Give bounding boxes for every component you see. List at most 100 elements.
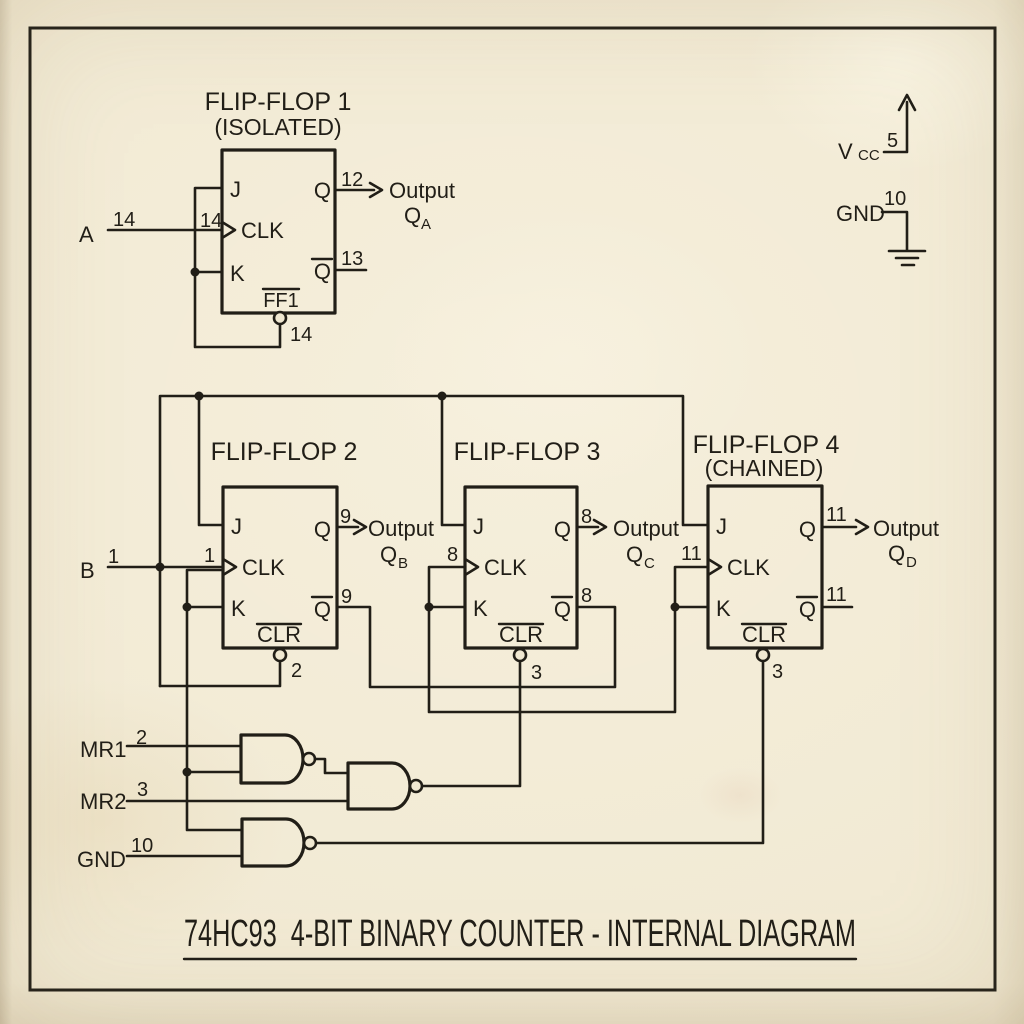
ff3-ff4-ktie-wire <box>427 565 710 714</box>
ff2-q-arrow-icon <box>352 518 368 536</box>
ff4-clr-label: CLR <box>742 622 786 647</box>
ff3-clr-label: CLR <box>499 622 543 647</box>
nand2-bubble-icon <box>408 778 424 794</box>
nand1-bubble-icon <box>301 751 317 767</box>
ff2-k-junction-dot <box>182 602 192 612</box>
ff3-output-q: Q <box>626 542 643 567</box>
ff2-input-b-label: B <box>80 558 95 583</box>
flip-flop-3: FLIP-FLOP 3 J CLK K Q Q CLR 8 8 8 3 Outp… <box>420 438 710 788</box>
ff2-clr-label: CLR <box>257 622 301 647</box>
flip-flop-1: FLIP-FLOP 1 (ISOLATED) J CLK K Q Q FF1 A… <box>79 88 455 349</box>
ff2-b-junction-dot <box>155 562 165 572</box>
ff2-input-b-pin: 1 <box>108 546 119 568</box>
j-bus-wiring <box>158 391 710 688</box>
ff1-output-q: Q <box>404 203 421 228</box>
ff1-input-a-pin: 14 <box>113 209 135 231</box>
ff4-output-sub: D <box>906 554 917 571</box>
ff2-clk-label: CLK <box>242 555 285 580</box>
ff4-j-label: J <box>716 514 727 539</box>
ff4-qbar-pin: 11 <box>826 584 847 606</box>
ff2-output-word: Output <box>368 516 434 541</box>
ff4-clr-bubble-icon <box>755 647 771 663</box>
ff3-qbar-pin: 8 <box>581 585 592 607</box>
gnd-wire <box>880 210 909 252</box>
diagram-caption: 74HC93 4-BIT BINARY COUNTER - INTERNAL D… <box>184 913 856 955</box>
ff2-ktie-wire <box>185 568 244 832</box>
flip-flop-2: FLIP-FLOP 2 J CLK K Q Q CLR B 1 1 9 9 2 … <box>80 438 617 832</box>
ff4-clr-pin: 3 <box>772 661 783 683</box>
ff1-q-pin: 12 <box>341 169 363 191</box>
ff3-q-label: Q <box>554 517 571 542</box>
ff4-title: FLIP-FLOP 4 <box>693 431 840 459</box>
ff2-clk-triangle-icon <box>221 557 238 577</box>
ff1-clk-pin: 14 <box>200 210 222 232</box>
ff2-clk-pin: 1 <box>204 545 215 567</box>
ff1-tag: FF1 <box>263 290 299 312</box>
ff1-j-label: J <box>230 177 241 202</box>
caption-block: 74HC93 4-BIT BINARY COUNTER - INTERNAL D… <box>182 913 858 961</box>
gnd-pin: 10 <box>884 188 906 210</box>
flip-flop-4: FLIP-FLOP 4 (CHAINED) J CLK K Q Q CLR 11… <box>314 431 939 845</box>
vcc-sub-label: CC <box>858 147 880 164</box>
vcc-pin: 5 <box>887 130 898 152</box>
top-bus-wire <box>158 394 710 688</box>
ff2-ff3-qbar-wire <box>335 605 617 689</box>
ff4-output-word: Output <box>873 516 939 541</box>
ff3-clk-label: CLK <box>484 555 527 580</box>
ff3-clr-feed-wire <box>420 659 522 788</box>
ff2-q-label: Q <box>314 517 331 542</box>
ff3-q-arrow-icon <box>592 518 608 536</box>
ff1-subtitle: (ISOLATED) <box>214 114 341 140</box>
vcc-wire <box>882 100 909 154</box>
ff3-title: FLIP-FLOP 3 <box>454 438 601 466</box>
ff3-k-junction-dot <box>424 602 434 612</box>
nand1-to-nand2-wire <box>313 757 350 775</box>
ff3-output-word: Output <box>613 516 679 541</box>
ff1-clk-triangle-icon <box>220 220 237 240</box>
ff2-k-label: K <box>231 596 246 621</box>
ff3-clk-triangle-icon <box>463 557 480 577</box>
ff1-bottom-pin: 14 <box>290 324 312 346</box>
ff3-clr-pin: 3 <box>531 662 542 684</box>
ff1-output-sub: A <box>421 216 431 233</box>
ff1-k-label: K <box>230 261 245 286</box>
mr2-label: MR2 <box>80 789 126 814</box>
vcc-arrow-icon <box>897 93 917 112</box>
ff3-j-label: J <box>473 514 484 539</box>
gnd-label: GND <box>836 201 885 226</box>
nand1-input-junction-dot <box>182 767 192 777</box>
bus-junction-dot <box>194 391 204 401</box>
ff1-input-a-label: A <box>79 222 94 247</box>
ff4-output-q: Q <box>888 541 905 566</box>
mr1-pin: 2 <box>136 727 147 749</box>
ff1-jk-tie-wire <box>193 186 282 349</box>
ff1-qbar-label: Q <box>314 259 331 284</box>
ff1-output-word: Output <box>389 178 455 203</box>
ff4-qbar-label: Q <box>799 597 816 622</box>
gnd-input-label: GND <box>77 847 126 872</box>
ff4-q-pin: 11 <box>826 504 847 526</box>
ff2-clr-bubble-icon <box>272 647 288 663</box>
ff2-title: FLIP-FLOP 2 <box>211 438 358 466</box>
ground-symbol-icon <box>887 249 927 267</box>
ff1-q-label: Q <box>314 178 331 203</box>
ff4-q-label: Q <box>799 517 816 542</box>
reset-logic: MR1 2 MR2 3 GND 10 <box>77 727 424 872</box>
ff3-qbar-label: Q <box>554 597 571 622</box>
mr1-label: MR1 <box>80 737 126 762</box>
ff4-clk-pin: 11 <box>681 543 702 565</box>
ff1-qbar-pin: 13 <box>341 248 363 270</box>
ff3-j-feed-wire <box>440 394 467 527</box>
gnd-input-pin: 10 <box>131 835 153 857</box>
ff2-j-feed-wire <box>197 394 225 527</box>
ff1-clr-bubble-icon <box>272 310 288 326</box>
ff2-output-sub: B <box>398 555 408 572</box>
ff4-clk-triangle-icon <box>706 557 723 577</box>
ff2-qbar-pin: 9 <box>341 586 352 608</box>
nand1-gate-icon <box>239 733 305 785</box>
ff3-k-label: K <box>473 596 488 621</box>
ff4-subtitle: (CHAINED) <box>705 455 824 481</box>
ff3-q-pin: 8 <box>581 506 592 528</box>
